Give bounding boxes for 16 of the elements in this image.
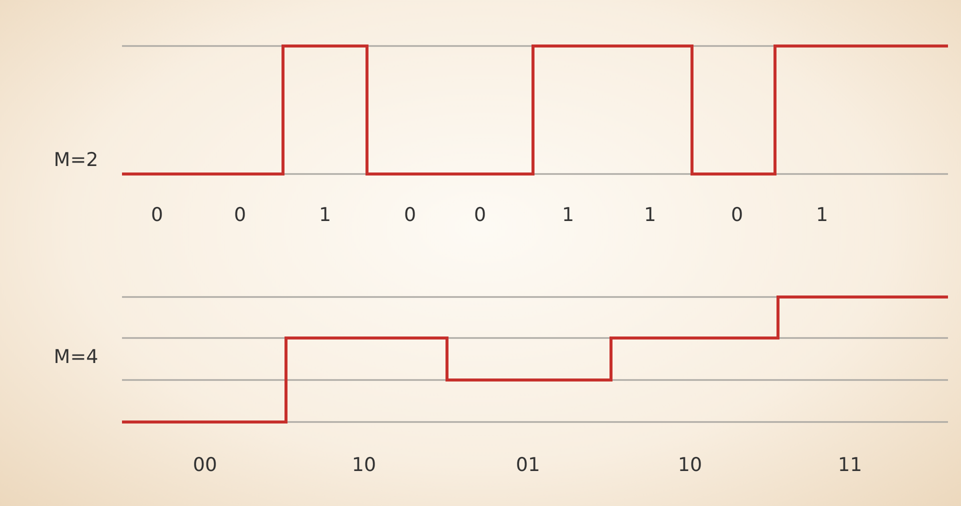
bit-label: 0 [150, 204, 164, 226]
bit-label: 10 [352, 454, 376, 476]
bit-label: 00 [192, 454, 218, 476]
bit-label: 1 [644, 204, 656, 226]
bit-label: 0 [404, 204, 416, 226]
bit-label: 1 [318, 204, 332, 226]
bit-label: 01 [516, 454, 540, 476]
bit-label: 0 [234, 204, 246, 226]
bit-label: 0 [730, 204, 744, 226]
bit-label: 11 [838, 454, 862, 476]
bit-label: 10 [678, 454, 702, 476]
level-label: M=4 [54, 346, 98, 368]
bit-label: 1 [816, 204, 828, 226]
level-label: M=2 [54, 149, 98, 171]
bit-label: 0 [474, 204, 486, 226]
bit-label: 1 [562, 204, 574, 226]
